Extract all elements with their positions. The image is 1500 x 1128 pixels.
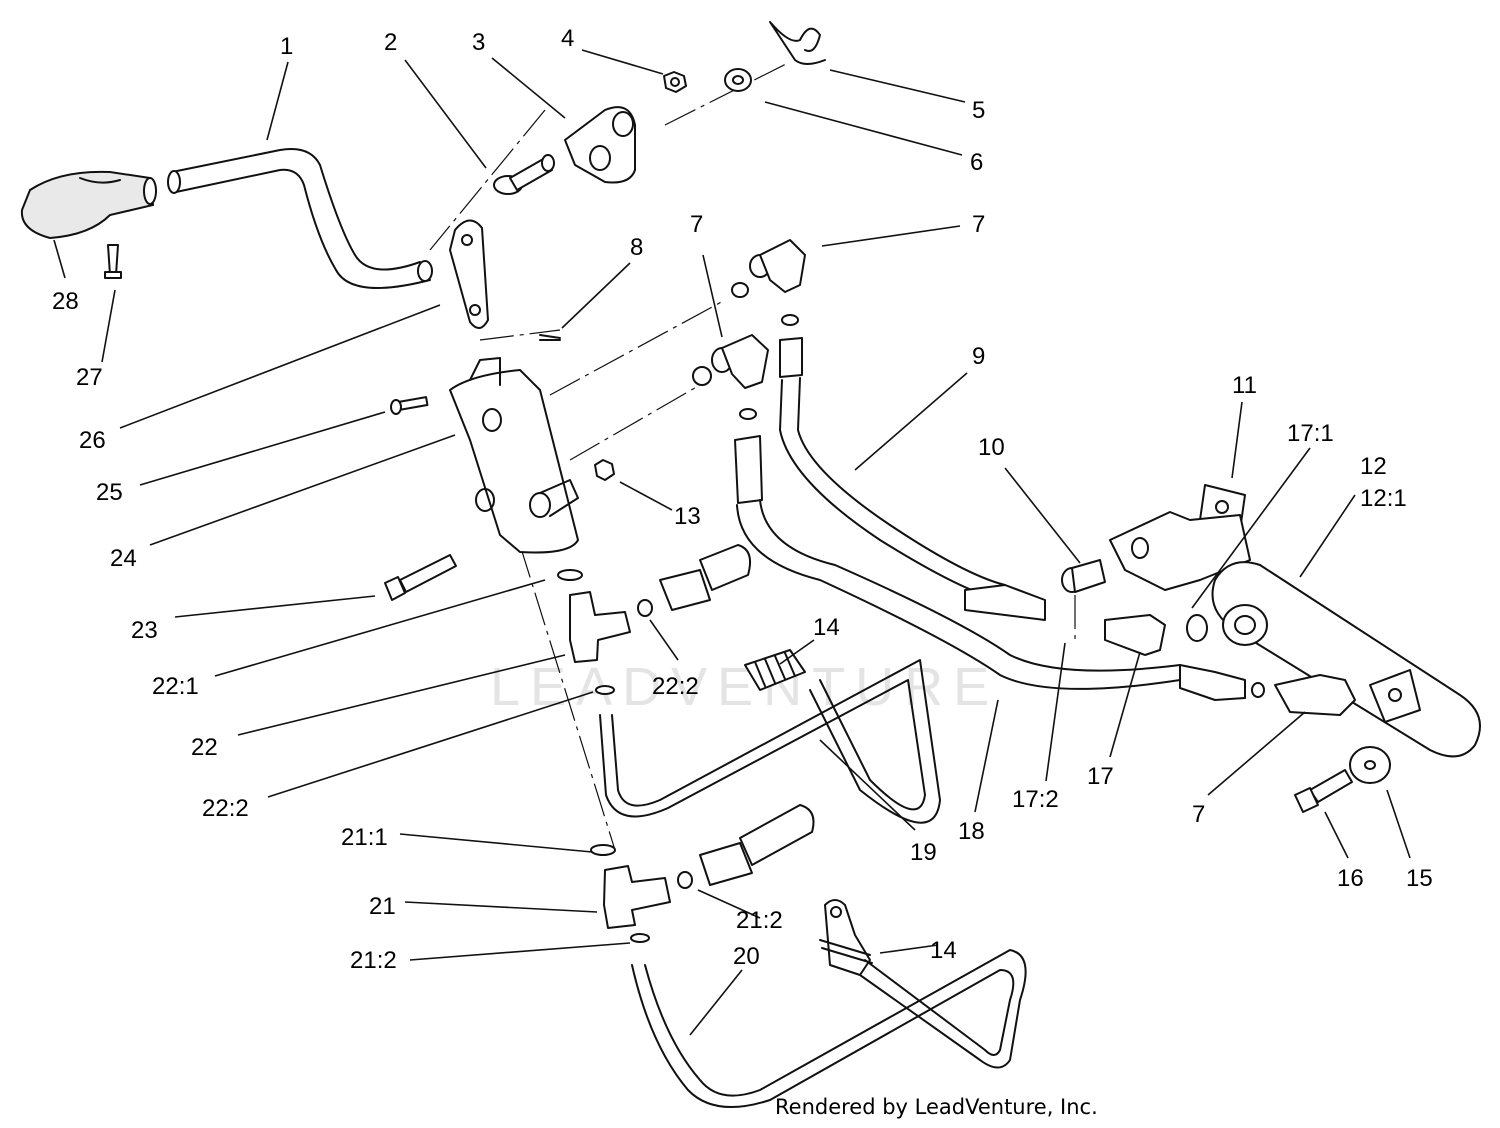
callout-27: 27 (76, 364, 103, 391)
part-13-nut (594, 459, 615, 481)
callout-7-upper-left: 7 (690, 211, 703, 238)
part-6-washer (724, 68, 752, 92)
part-23-bolt (384, 554, 457, 601)
callout-10: 10 (978, 434, 1005, 461)
callout-22: 22 (191, 734, 218, 761)
callout-7-lower: 7 (1192, 801, 1205, 828)
callout-21-2-right: 21:2 (736, 907, 783, 934)
part-9-hose (779, 337, 1046, 621)
callout-1: 1 (280, 33, 293, 60)
part-2-pin (493, 154, 555, 195)
callout-22-2-left: 22:2 (202, 795, 249, 822)
part-1-lever (167, 148, 433, 289)
callout-3: 3 (472, 29, 485, 56)
part-12-cylinder (1109, 511, 1481, 758)
part-16-bolt (1294, 769, 1353, 813)
callout-8: 8 (630, 234, 643, 261)
callout-22-1: 22:1 (152, 673, 199, 700)
callout-14-upper: 14 (813, 614, 840, 641)
callout-12: 12 (1360, 453, 1387, 480)
callout-22-2-right: 22:2 (652, 673, 699, 700)
callout-18: 18 (958, 818, 985, 845)
footer-credit: Rendered by LeadVenture, Inc. (775, 1095, 1098, 1119)
part-18-hose (734, 435, 1246, 701)
part-26-bracket (449, 219, 489, 329)
part-28-knob (20, 170, 157, 240)
callout-9: 9 (972, 343, 985, 370)
part-19-line (599, 659, 941, 824)
callout-25: 25 (96, 479, 123, 506)
callout-20: 20 (733, 943, 760, 970)
part-14-spring-upper (744, 649, 806, 691)
callout-12-1: 12:1 (1360, 485, 1407, 512)
part-17-fitting (1104, 614, 1208, 656)
callout-17-2: 17:2 (1012, 786, 1059, 813)
callout-23: 23 (131, 617, 158, 644)
callout-15: 15 (1406, 865, 1433, 892)
callout-26: 26 (79, 427, 106, 454)
part-20-line (631, 949, 1027, 1109)
callout-17-1: 17:1 (1287, 420, 1334, 447)
part-7-fitting-lower (1251, 674, 1356, 716)
part-4-nut (663, 71, 687, 93)
callout-4: 4 (561, 25, 574, 52)
part-5-clip (769, 21, 826, 65)
callout-24: 24 (110, 545, 137, 572)
callout-13: 13 (674, 503, 701, 530)
callout-21-1: 21:1 (341, 824, 388, 851)
part-7-fitting-middle (692, 334, 769, 420)
part-24-valve-body (449, 357, 579, 554)
callout-14-lower: 14 (930, 937, 957, 964)
callout-11: 11 (1232, 372, 1257, 399)
callout-6: 6 (970, 149, 983, 176)
part-10-pin (1061, 559, 1106, 593)
leader-lines (53, 49, 1411, 1036)
part-14-clip-lower (819, 899, 873, 976)
part-3-clevis (564, 106, 636, 184)
callout-2: 2 (384, 29, 397, 56)
part-8-cotter-pin (539, 334, 561, 341)
part-25-screw (390, 396, 429, 415)
part-27-screw (104, 244, 122, 279)
callout-21: 21 (369, 893, 396, 920)
callout-labels: 1 2 3 4 5 6 7 7 7 8 9 10 11 12 12:1 13 1… (52, 25, 1433, 974)
part-21-fitting (590, 804, 815, 943)
callout-28: 28 (52, 288, 79, 315)
callout-21-2-left: 21:2 (350, 947, 397, 974)
part-7-fitting-upper (731, 239, 806, 326)
part-22-fitting (557, 544, 751, 695)
callout-19: 19 (910, 839, 937, 866)
part-15-washer (1349, 746, 1391, 784)
callout-7-upper-right: 7 (972, 211, 985, 238)
centerlines (429, 61, 1076, 851)
callout-5: 5 (972, 97, 985, 124)
callout-16: 16 (1337, 865, 1364, 892)
callout-17: 17 (1087, 763, 1114, 790)
